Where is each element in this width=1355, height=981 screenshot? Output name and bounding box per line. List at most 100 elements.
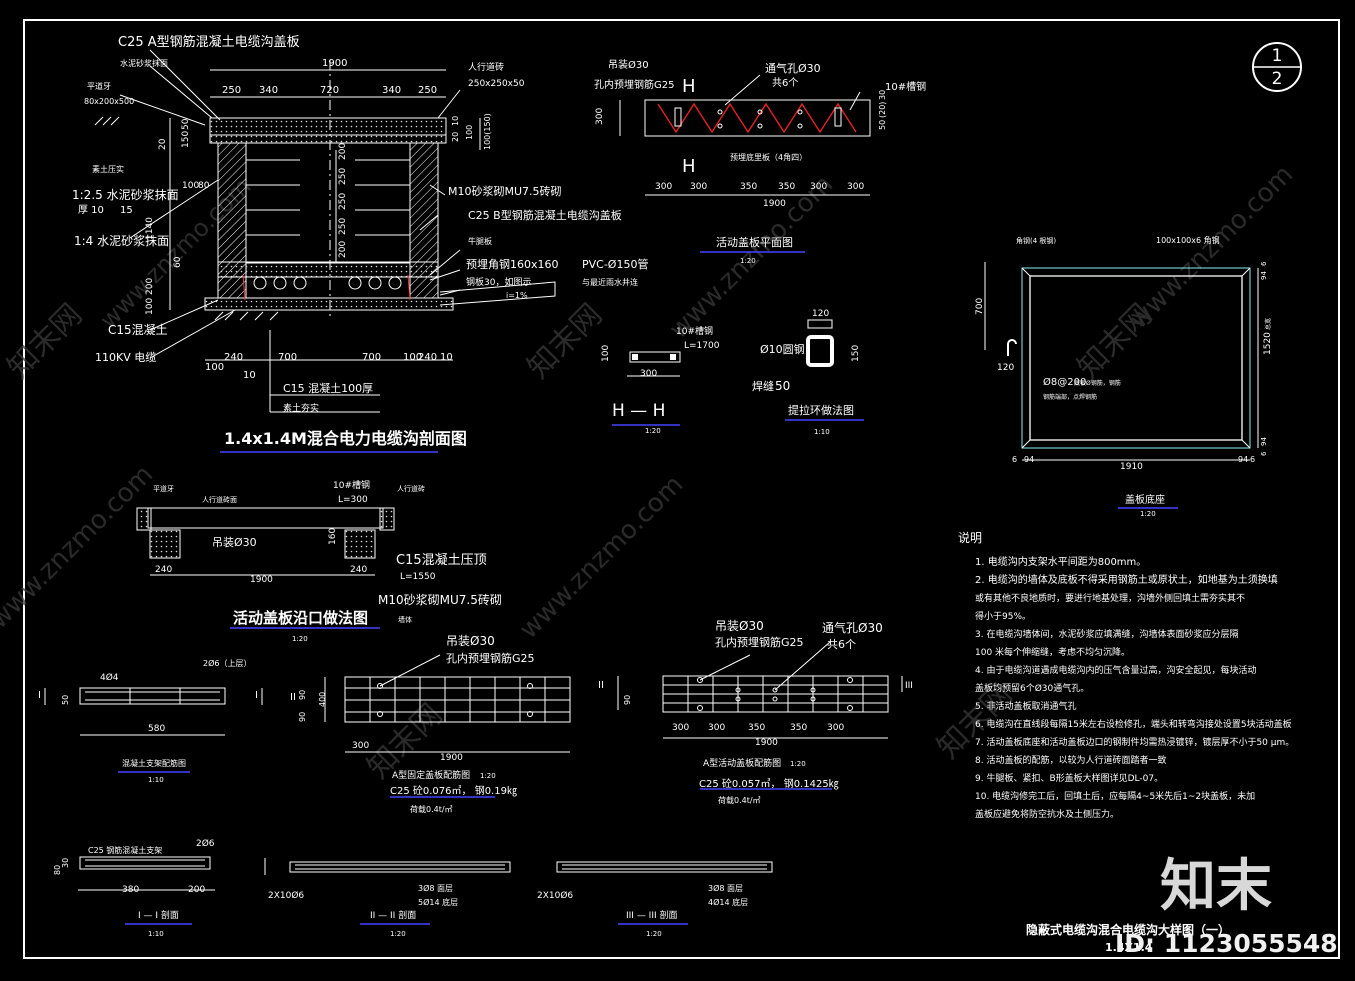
s3-a: 3Ø8 面层 — [708, 883, 743, 893]
dim-right: 20 — [451, 132, 460, 142]
sheet-number-bottom: 2 — [1272, 69, 1283, 89]
rebar-drawings — [44, 641, 903, 925]
watermark-text: www.znzmo.com — [514, 470, 689, 645]
edge-curb: 平道牙 — [153, 484, 174, 493]
cover-dim-h: 300 — [595, 108, 605, 125]
beam-h: 50 — [61, 695, 70, 705]
beam-4d4: 4Ø4 — [100, 672, 119, 683]
edge-detail: 平道牙 人行道砖面 10#槽钢 L=300 吊装Ø30 人行道砖 C15混凝土压… — [136, 479, 502, 643]
cover-plan-drawing — [619, 74, 871, 253]
title-block-sub: 1.4X1.4 — [1105, 941, 1153, 954]
s1-c25: C25 钢筋混凝土支架 — [88, 845, 162, 855]
edge-dim: 1900 — [250, 575, 273, 585]
base-rebar2: 底板Ø钢筋，钢筋 — [1074, 379, 1121, 387]
base-dim-s: 94 — [1238, 455, 1248, 464]
label-c15-bottom: C15 混凝土100厚 — [283, 381, 373, 395]
cover-mark-h: H — [682, 156, 696, 177]
cover-dim: 300 — [847, 182, 864, 192]
label-c25a: C25 A型钢筋混凝土电缆沟盖板 — [118, 34, 300, 50]
cover-dim: 300 — [690, 182, 707, 192]
dim-top-total: 1900 — [322, 58, 347, 69]
beam-scale: 1:10 — [148, 776, 164, 784]
brand-logo: 知末 — [1160, 854, 1272, 919]
base-size: 100x100x6 角钢 — [1156, 235, 1220, 245]
base-dim-w: 1910 — [1120, 462, 1143, 472]
b-c25: C25 砼0.057㎥， 钢0.1425㎏ — [699, 777, 839, 790]
label-angle: 预埋角钢160x160 — [466, 258, 559, 271]
note-line: 100 米每个伸缩缝，考虑不均匀沉降。 — [975, 646, 1130, 658]
label-curb-size: 80x200x500 — [84, 97, 134, 106]
s1-dim: 380 — [122, 885, 139, 895]
b-scale: 1:20 — [790, 760, 806, 768]
base-title: 盖板底座 — [1125, 493, 1165, 506]
dim-bottom: 700 — [278, 352, 297, 363]
label-plaster1c: 15 — [120, 205, 133, 216]
a-hook: 吊装Ø30 — [446, 634, 495, 648]
beam-len: 580 — [148, 724, 165, 734]
mark-i: I — [38, 690, 41, 701]
s1-title: I — I 剖面 — [138, 909, 179, 921]
cover-dim: 300 — [655, 182, 672, 192]
hh-title: H — H — [612, 401, 665, 421]
hh-dim: 300 — [640, 369, 657, 379]
ring-title: 提拉环做法图 — [788, 403, 854, 417]
note-line: 6. 电缆沟在直线段每隔15米左右设检修孔，端头和转弯沟接处设置5块活动盖板 — [975, 718, 1292, 730]
base-detail: 角钢(4 根钢) 100x100x6 角钢 Ø8@200 底板Ø钢筋，钢筋 钢筋… — [975, 235, 1273, 518]
cover-dim: 300 — [810, 182, 827, 192]
base-angle: 角钢(4 根钢) — [1016, 236, 1056, 245]
dim-inner: 200 — [338, 143, 348, 160]
note-line: 1. 电缆沟内支架水平间距为800mm。 — [975, 555, 1146, 568]
label-plaster2: 1:4 水泥砂浆抹面 — [74, 233, 169, 248]
note-line: 3. 在电缆沟墙体间，水泥砂浆应填满缝，沟墙体表面砂浆应分层隔 — [975, 628, 1238, 640]
mark-iii: III — [905, 681, 913, 691]
edge-l1550: L=1550 — [400, 572, 436, 582]
title-block-text: 隐蔽式电缆沟混合电缆沟大样图（一） — [1026, 922, 1230, 937]
cover-vent: 通气孔Ø30 — [765, 61, 821, 75]
cover-hook2: 孔内预埋钢筋G25 — [594, 78, 674, 91]
base-dim-c: 120 — [997, 363, 1014, 373]
notes-heading: 说明 — [958, 530, 982, 545]
edge-m10: M10砂浆砌MU7.5砖砌 — [378, 592, 502, 607]
b-dim: 300 — [672, 723, 689, 733]
note-line: 2. 电缆沟的墙体及底板不得采用钢筋土或原状土，如地基为土须换填 — [975, 573, 1278, 586]
cover-mark-h: H — [682, 76, 696, 97]
note-line: 盖板应避免将防空抗水及土侧压力。 — [975, 808, 1119, 820]
sheet-number-top: 1 — [1272, 46, 1283, 66]
b-hook: 吊装Ø30 — [715, 619, 764, 633]
sheet-border — [23, 19, 1340, 959]
watermark-text: 知末网 — [521, 297, 609, 385]
label-curb: 平道牙 — [87, 81, 111, 91]
dim-left: 100 — [182, 181, 199, 191]
cover-dim-v: 30 — [878, 90, 887, 100]
label-beam: 牛腿板 — [468, 236, 492, 246]
dim-bottom: 100 — [403, 352, 422, 363]
note-line: 或有其他不良地质时，要进行地基处理，沟墙外侧回填土需夯实其不 — [975, 592, 1245, 604]
s2-a: 3Ø8 面层 — [418, 883, 453, 893]
title-block: 知末 隐蔽式电缆沟混合电缆沟大样图（一） 1.4X1.4 ID: 1123055… — [1026, 854, 1338, 958]
label-soil-bottom: 素土夯实 — [283, 402, 319, 414]
b-dim-v: 90 — [623, 695, 632, 705]
dim-inner: 250 — [338, 193, 348, 210]
ring-h: 150 — [851, 345, 861, 362]
base-dim-s: 6 — [1012, 455, 1017, 464]
dim-bottom: 10 — [243, 370, 256, 381]
cover-dim: 350 — [740, 182, 757, 192]
b-hook2: 孔内预埋钢筋G25 — [715, 635, 804, 649]
ring-dia: Ø10圆钢 — [760, 343, 805, 356]
b-vent: 通气孔Ø30 — [822, 620, 883, 635]
dim-left: 20 — [158, 138, 168, 150]
note-line: 9. 牛腿板、紧扣、B形盖板大样图详见DL-07。 — [975, 772, 1163, 784]
dim-inner: 250 — [338, 218, 348, 235]
base-dim-s: 6 — [1250, 455, 1255, 464]
base-dim-r: 6 — [1260, 261, 1268, 266]
note-line: 8. 活动盖板的配筋，以较为人行道砖面踏者一致 — [975, 754, 1166, 766]
note-line: 7. 活动盖板底座和活动盖板边口的钢制件均需热浸镀锌，镀层厚不小于50 μm。 — [975, 736, 1294, 748]
a-dim: 1900 — [440, 753, 463, 763]
dim-inner: 200 — [338, 241, 348, 258]
base-dim-r: 94 — [1260, 437, 1268, 446]
watermark-text: 知末网 — [1, 297, 89, 385]
cover-total: 1900 — [763, 199, 786, 209]
base-dim-r: 6 — [1260, 451, 1268, 456]
hh-length: L=1700 — [684, 341, 720, 351]
